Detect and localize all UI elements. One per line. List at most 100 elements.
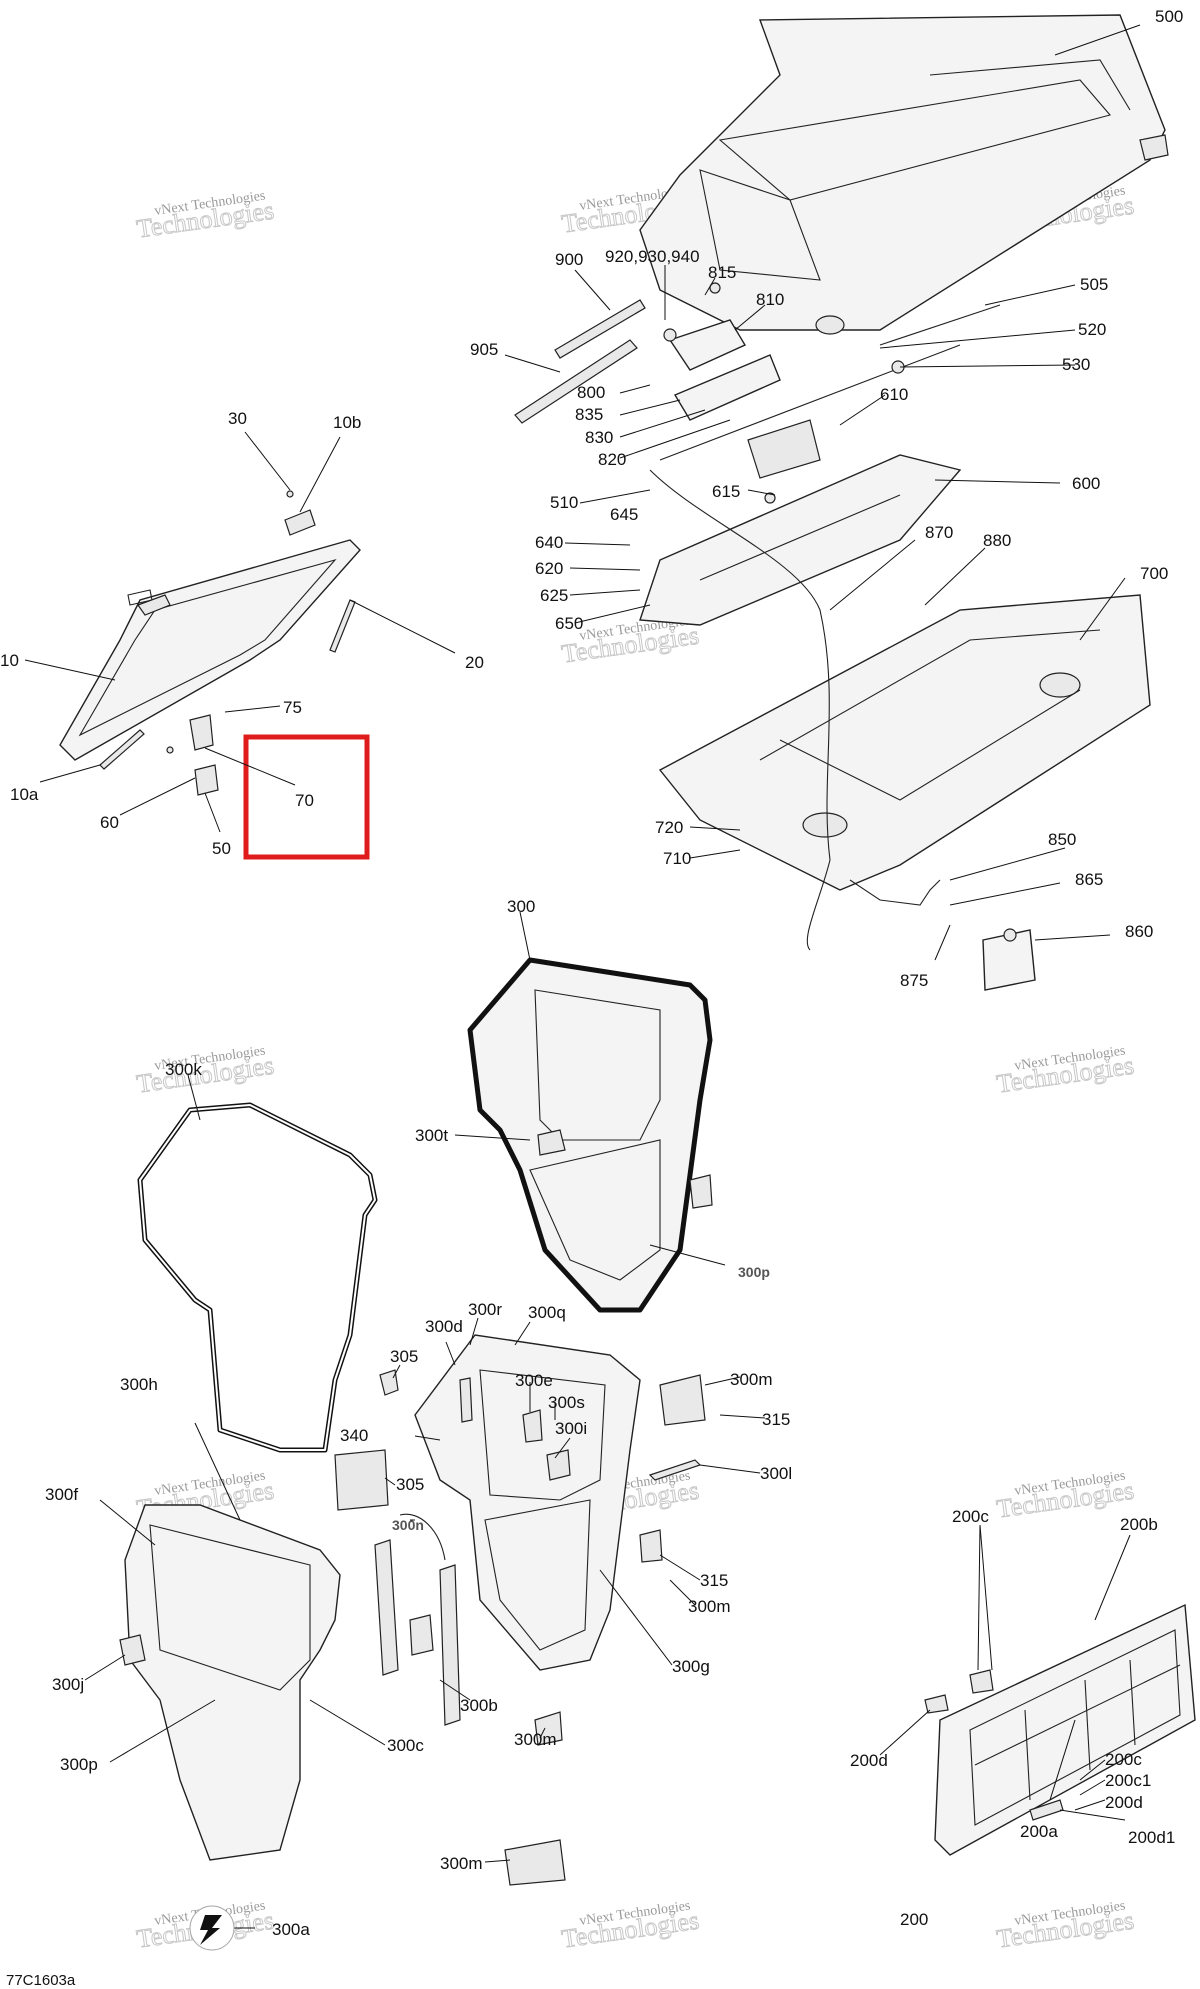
wiper-arm[interactable] — [514, 299, 646, 424]
label-20[interactable]: 20 — [465, 653, 484, 672]
label-645[interactable]: 645 — [610, 505, 638, 524]
label-300d[interactable]: 300d — [425, 1317, 463, 1336]
label-30[interactable]: 30 — [228, 409, 247, 428]
label-300b[interactable]: 300b — [460, 1696, 498, 1715]
label-75[interactable]: 75 — [283, 698, 302, 717]
label-300j[interactable]: 300j — [52, 1675, 84, 1694]
label-200b[interactable]: 200b — [1120, 1515, 1158, 1534]
label-300h[interactable]: 300h — [120, 1375, 158, 1394]
rear-panel-fasteners[interactable] — [924, 1669, 1064, 1821]
label-300g[interactable]: 300g — [672, 1657, 710, 1676]
windshield-frame[interactable] — [59, 539, 361, 761]
label-625[interactable]: 625 — [540, 586, 568, 605]
watermark: vNext Technologies Technologies — [994, 1899, 1136, 1954]
label-865[interactable]: 865 — [1075, 870, 1103, 889]
label-300m-a[interactable]: 300m — [730, 1370, 773, 1389]
label-10[interactable]: 10 — [0, 651, 19, 670]
label-880[interactable]: 880 — [983, 531, 1011, 550]
label-300i[interactable]: 300i — [555, 1419, 587, 1438]
label-300t[interactable]: 300t — [415, 1126, 448, 1145]
label-640[interactable]: 640 — [535, 533, 563, 552]
door-inner-panel[interactable] — [414, 1334, 641, 1671]
label-620[interactable]: 620 — [535, 559, 563, 578]
wiper-motor[interactable] — [663, 282, 781, 421]
label-300m-c[interactable]: 300m — [514, 1730, 557, 1749]
label-300s[interactable]: 300s — [548, 1393, 585, 1412]
label-315-b[interactable]: 315 — [700, 1571, 728, 1590]
label-10b[interactable]: 10b — [333, 413, 361, 432]
label-300a[interactable]: 300a — [272, 1920, 310, 1939]
label-200c1[interactable]: 200c1 — [1105, 1771, 1151, 1790]
brand-logo-icon — [189, 1905, 235, 1951]
roof-bracket[interactable] — [747, 360, 905, 504]
label-200c[interactable]: 200c — [952, 1507, 989, 1526]
label-905[interactable]: 905 — [470, 340, 498, 359]
label-500[interactable]: 500 — [1155, 7, 1183, 26]
label-300e[interactable]: 300e — [515, 1371, 553, 1390]
label-530[interactable]: 530 — [1062, 355, 1090, 374]
label-800[interactable]: 800 — [577, 383, 605, 402]
label-815[interactable]: 815 — [708, 263, 736, 282]
label-200c-b[interactable]: 200c — [1105, 1750, 1142, 1769]
label-810[interactable]: 810 — [756, 290, 784, 309]
label-870[interactable]: 870 — [925, 523, 953, 542]
label-615[interactable]: 615 — [712, 482, 740, 501]
label-650[interactable]: 650 — [555, 614, 583, 633]
label-300q[interactable]: 300q — [528, 1303, 566, 1322]
label-520[interactable]: 520 — [1078, 320, 1106, 339]
label-510[interactable]: 510 — [550, 493, 578, 512]
label-835[interactable]: 835 — [575, 405, 603, 424]
label-200a[interactable]: 200a — [1020, 1822, 1058, 1841]
label-720[interactable]: 720 — [655, 818, 683, 837]
gas-strut[interactable] — [99, 599, 356, 770]
label-305[interactable]: 305 — [390, 1347, 418, 1366]
label-920[interactable]: 920,930,940 — [605, 247, 700, 266]
label-300p-top[interactable]: 300p — [738, 1264, 770, 1280]
label-900[interactable]: 900 — [555, 250, 583, 269]
label-60[interactable]: 60 — [100, 813, 119, 832]
front-header-panel[interactable] — [639, 454, 962, 626]
label-50[interactable]: 50 — [212, 839, 231, 858]
rear-panel[interactable] — [934, 1603, 1196, 1856]
label-300r[interactable]: 300r — [468, 1300, 502, 1319]
label-700[interactable]: 700 — [1140, 564, 1168, 583]
label-600[interactable]: 600 — [1072, 474, 1100, 493]
label-300m-d[interactable]: 300m — [440, 1854, 483, 1873]
label-315-a[interactable]: 315 — [762, 1410, 790, 1429]
label-10a[interactable]: 10a — [10, 785, 39, 804]
label-300n[interactable]: 300n — [392, 1517, 424, 1533]
label-505[interactable]: 505 — [1080, 275, 1108, 294]
label-710[interactable]: 710 — [663, 849, 691, 868]
roof-panel[interactable] — [639, 14, 1169, 335]
label-300k[interactable]: 300k — [165, 1060, 202, 1079]
washer-reservoir[interactable] — [982, 928, 1036, 991]
label-860[interactable]: 860 — [1125, 922, 1153, 941]
label-610[interactable]: 610 — [880, 385, 908, 404]
label-200d1[interactable]: 200d1 — [1128, 1828, 1175, 1847]
door-seal[interactable] — [137, 1102, 378, 1453]
label-200d-b[interactable]: 200d — [1105, 1793, 1143, 1812]
label-305-b[interactable]: 305 — [396, 1475, 424, 1494]
label-300p[interactable]: 300p — [60, 1755, 98, 1774]
washer-hose — [849, 879, 941, 906]
label-300m-b[interactable]: 300m — [688, 1597, 731, 1616]
label-820[interactable]: 820 — [598, 450, 626, 469]
label-200d[interactable]: 200d — [850, 1751, 888, 1770]
door-outer-panel[interactable] — [119, 1504, 341, 1861]
label-300[interactable]: 300 — [507, 897, 535, 916]
label-300l[interactable]: 300l — [760, 1464, 792, 1483]
rear-headliner[interactable] — [658, 594, 1151, 891]
label-300c[interactable]: 300c — [387, 1736, 424, 1755]
label-200[interactable]: 200 — [900, 1910, 928, 1929]
window-regulator[interactable] — [374, 1539, 461, 1726]
door-frame[interactable] — [467, 957, 713, 1313]
label-875[interactable]: 875 — [900, 971, 928, 990]
label-830[interactable]: 830 — [585, 428, 613, 447]
windshield-hinge[interactable] — [166, 714, 219, 796]
label-70[interactable]: 70 — [295, 791, 314, 810]
windshield-latch[interactable] — [284, 490, 316, 536]
label-850[interactable]: 850 — [1048, 830, 1076, 849]
label-340[interactable]: 340 — [340, 1426, 368, 1445]
door-latch-parts[interactable] — [334, 1369, 706, 1886]
label-300f[interactable]: 300f — [45, 1485, 78, 1504]
